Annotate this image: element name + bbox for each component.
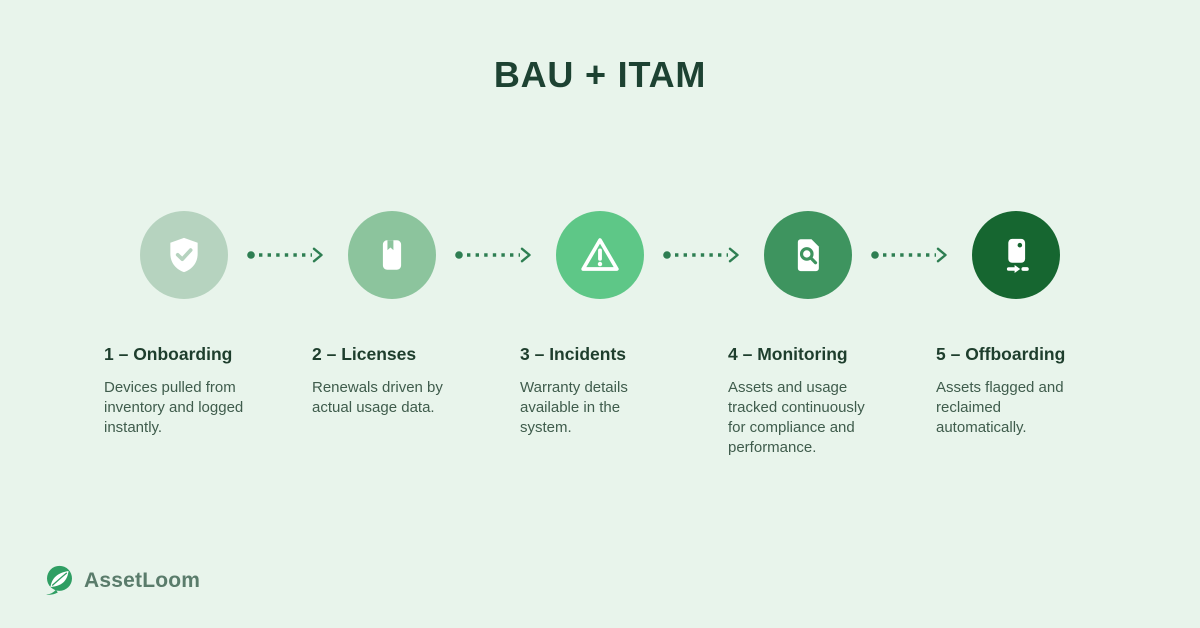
dashed-arrow-icon xyxy=(870,247,954,263)
step-heading: 1 – Onboarding xyxy=(104,344,233,364)
step-circle-monitoring xyxy=(764,211,852,299)
step-text-monitoring: 4 – Monitoring Assets and usage tracked … xyxy=(728,344,936,458)
step-description: Renewals driven by actual usage data. xyxy=(312,379,443,416)
step-heading: 2 – Licenses xyxy=(312,344,417,364)
step-text-licenses: 2 – Licenses Renewals driven by actual u… xyxy=(312,344,520,458)
brand-logo: AssetLoom xyxy=(44,564,200,597)
step-heading: 3 – Incidents xyxy=(520,344,627,364)
step-circle-incidents xyxy=(556,211,644,299)
dashed-arrow-icon xyxy=(662,247,746,263)
device-out-icon xyxy=(995,234,1037,276)
step-text-offboarding: 5 – Offboarding Assets flagged and recla… xyxy=(936,344,1144,458)
leaf-logo-icon xyxy=(44,564,75,597)
step-text-onboarding: 1 – Onboarding Devices pulled from inven… xyxy=(104,344,312,458)
step-description: Assets flagged and reclaimed automatical… xyxy=(936,379,1064,436)
step-description: Warranty details available in the system… xyxy=(520,379,628,436)
step-description: Assets and usage tracked continuously fo… xyxy=(728,379,865,456)
document-search-icon xyxy=(787,234,829,276)
dashed-arrow-icon xyxy=(454,247,538,263)
dashed-arrow-icon xyxy=(246,247,330,263)
step-circle-onboarding xyxy=(140,211,228,299)
page-title: BAU + ITAM xyxy=(493,54,707,95)
step-heading: 5 – Offboarding xyxy=(936,344,1066,364)
book-bookmark-icon xyxy=(371,234,413,276)
step-circle-offboarding xyxy=(972,211,1060,299)
step-labels-row: 1 – Onboarding Devices pulled from inven… xyxy=(104,344,1144,458)
step-circle-licenses xyxy=(348,211,436,299)
shield-check-icon xyxy=(163,234,205,276)
step-text-incidents: 3 – Incidents Warranty details available… xyxy=(520,344,728,458)
warning-triangle-icon xyxy=(577,232,623,278)
brand-name: AssetLoom xyxy=(84,568,201,592)
step-heading: 4 – Monitoring xyxy=(728,344,848,364)
step-description: Devices pulled from inventory and logged… xyxy=(104,379,244,436)
